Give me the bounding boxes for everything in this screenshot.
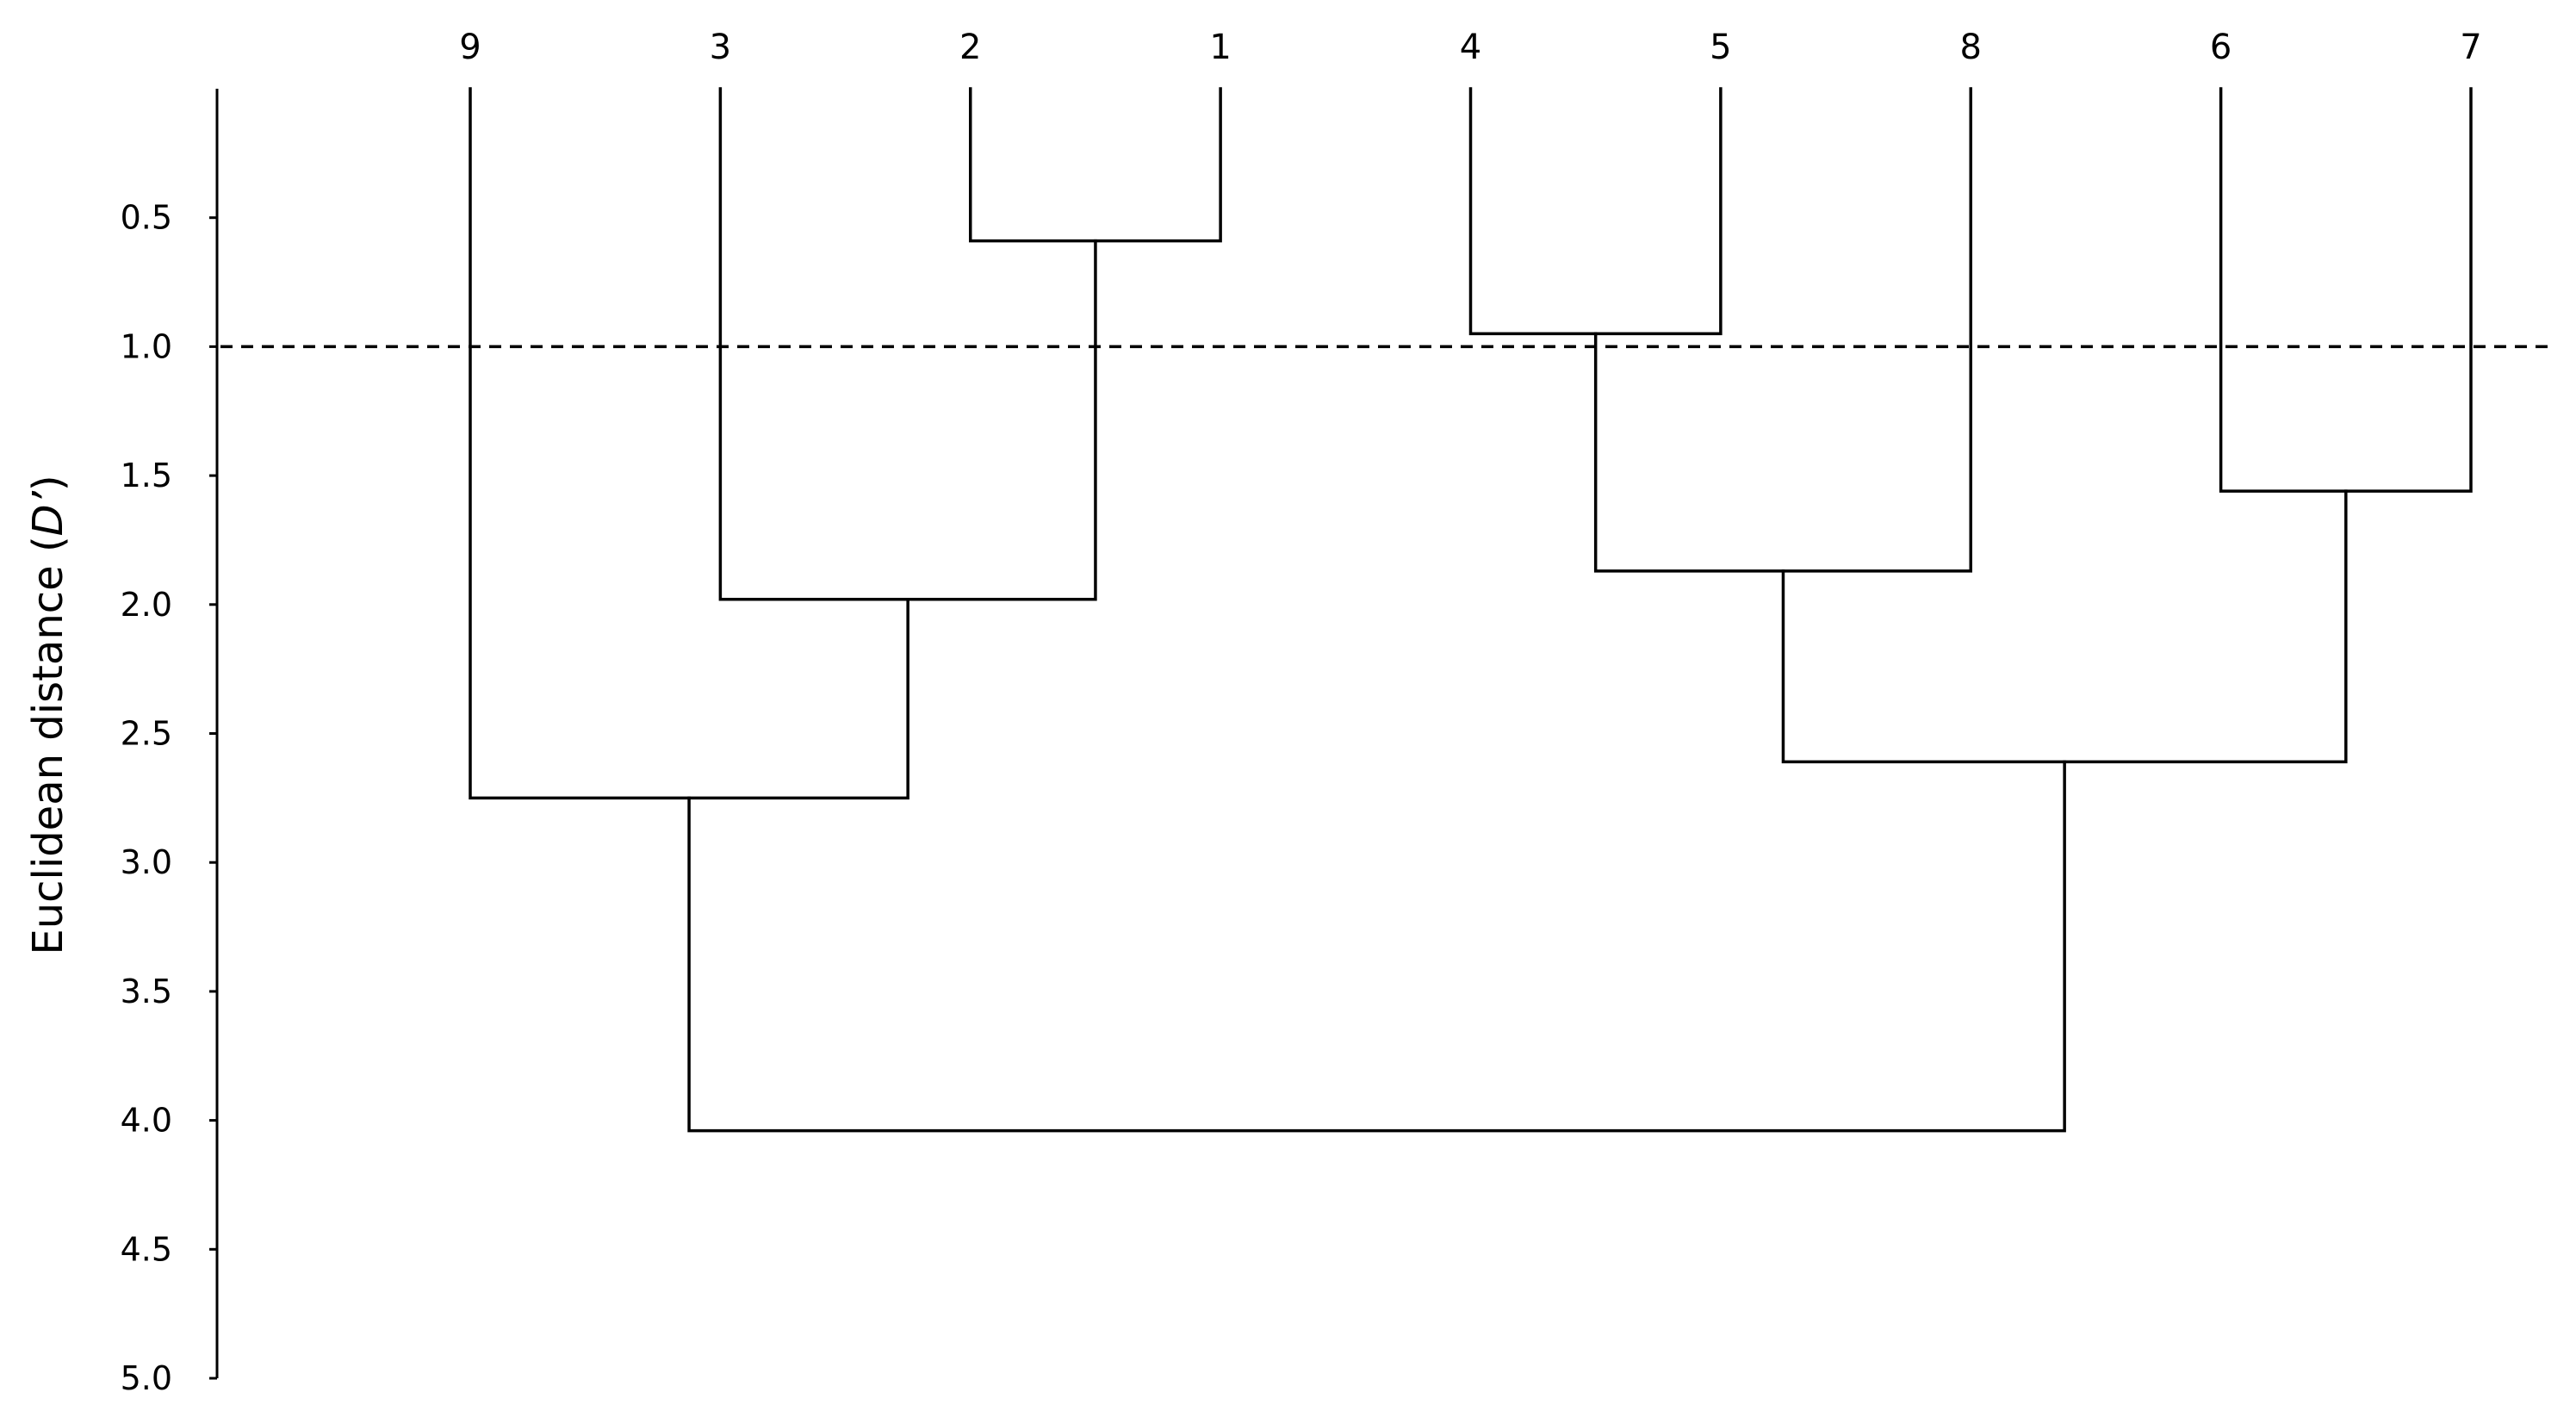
leaf-label-3: 3 — [710, 28, 731, 67]
branch-9-3-2-1 — [469, 87, 909, 800]
branch-4-5 — [1468, 87, 1723, 336]
branch-2-1 — [969, 87, 1222, 243]
branch-6-7 — [2219, 87, 2473, 493]
y-tick-label: 4.0 — [121, 1102, 172, 1140]
branch-4-5-8-6-7 — [1781, 489, 2348, 764]
y-axis-title-suffix: ) — [24, 475, 72, 491]
y-tick-label: 1.0 — [121, 327, 172, 365]
y-tick-label: 1.5 — [121, 457, 172, 494]
leaf-labels: 9 3 2 1 4 5 8 6 7 — [459, 28, 2481, 67]
y-tick-label: 5.0 — [121, 1359, 172, 1397]
dendrogram-branches — [469, 87, 2473, 1133]
y-tick-label: 2.0 — [121, 586, 172, 624]
leaf-label-8: 8 — [1960, 28, 1982, 67]
leaf-label-9: 9 — [459, 28, 481, 67]
y-tick-label: 2.5 — [121, 715, 172, 753]
branch-9-3-2-1-4-5-8-6-7 — [687, 760, 2066, 1133]
y-tick-label: 4.5 — [121, 1230, 172, 1268]
branch-3-2-1 — [718, 87, 1097, 601]
y-tick-label: 3.0 — [121, 843, 172, 881]
y-axis: 0.5 1.0 1.5 2.0 2.5 3.0 3.5 4.0 4.5 5.0 — [121, 89, 219, 1397]
y-tick-label: 3.5 — [121, 973, 172, 1010]
y-axis-title: Euclidean distance (D’) — [24, 475, 72, 954]
leaf-label-1: 1 — [1209, 28, 1231, 67]
branch-4-5-8 — [1593, 87, 1972, 573]
y-axis-title-prefix: Euclidean distance ( — [24, 536, 72, 954]
leaf-label-7: 7 — [2460, 28, 2481, 67]
leaf-label-2: 2 — [959, 28, 981, 67]
y-axis-title-variable: D’ — [24, 490, 72, 536]
leaf-label-4: 4 — [1460, 28, 1481, 67]
leaf-label-6: 6 — [2210, 28, 2231, 67]
leaf-label-5: 5 — [1710, 28, 1731, 67]
y-tick-label: 0.5 — [121, 199, 172, 237]
